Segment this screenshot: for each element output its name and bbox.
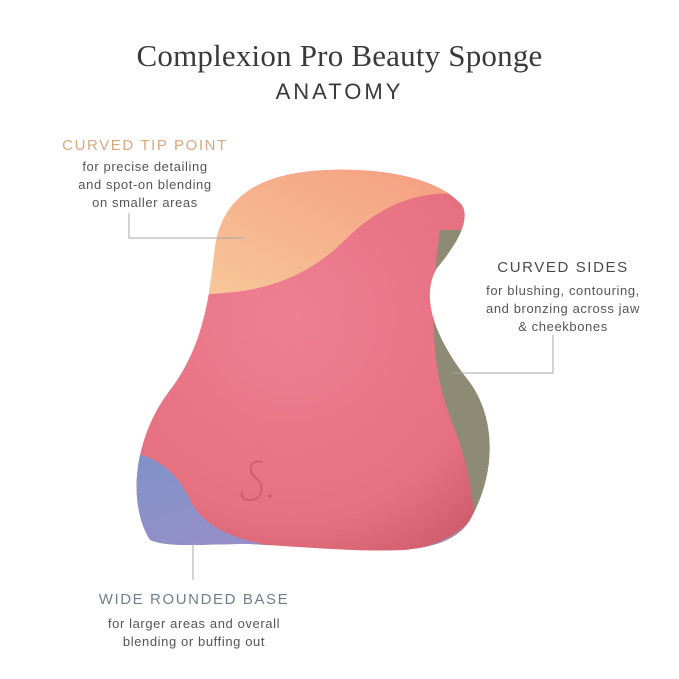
base-heading: WIDE ROUNDED BASE (98, 591, 290, 608)
sides-leader-line (452, 335, 554, 374)
page-title: Complexion Pro Beauty Sponge (136, 38, 543, 73)
brand-signature-logo (240, 460, 263, 501)
sides-description: for blushing, contouring, and bronzing a… (486, 283, 640, 334)
tip-leader-line (128, 213, 243, 239)
tip-description: for precise detailing and spot-on blendi… (78, 159, 212, 210)
base-description: for larger areas and overall blending or… (107, 616, 281, 649)
sides-heading: CURVED SIDES (497, 259, 629, 276)
peach-tip-region (200, 169, 470, 295)
sponge-body (136, 169, 490, 551)
tip-heading: CURVED TIP POINT (62, 137, 228, 154)
page-subtitle: ANATOMY (275, 79, 404, 104)
brand-signature-dot (268, 494, 272, 498)
